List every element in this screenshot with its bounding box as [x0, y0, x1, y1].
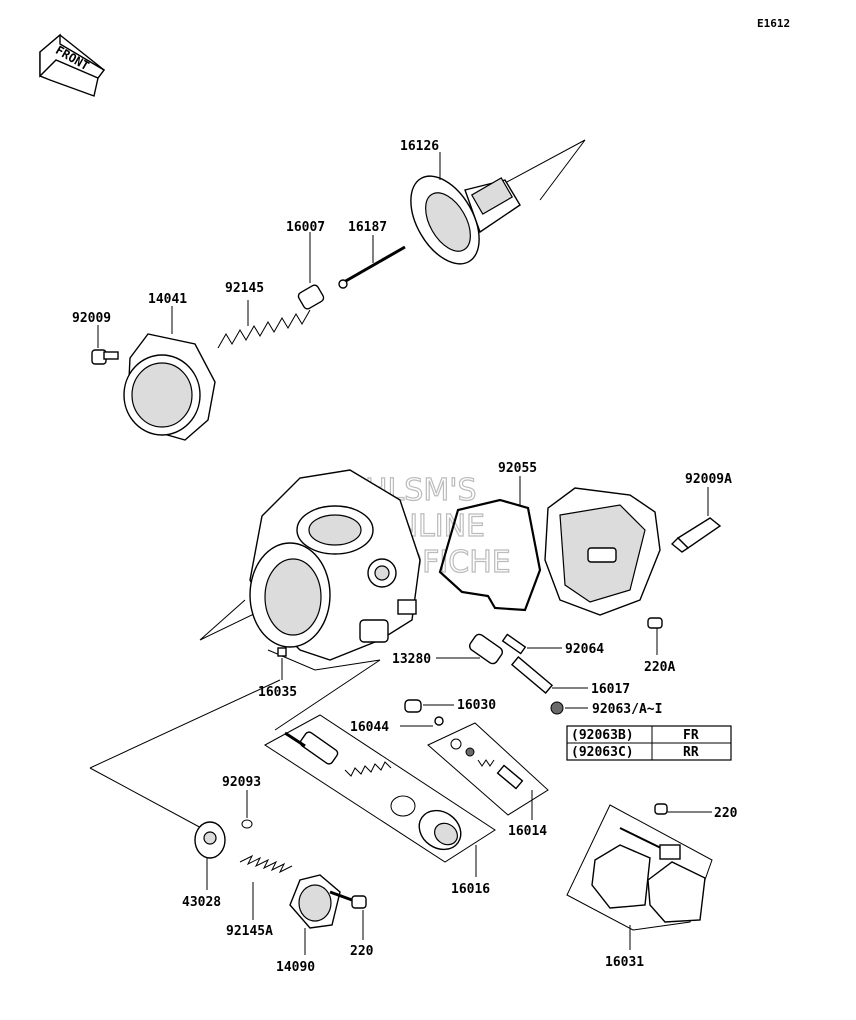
plug-16030 [404, 699, 454, 713]
carb-top-cover-14041 [123, 306, 216, 441]
float-bowl [544, 487, 661, 616]
screw-220-lower [329, 890, 367, 940]
label-92093: 92093 [222, 775, 261, 790]
label-14090: 14090 [276, 960, 315, 975]
label-92145A: 92145A [226, 924, 273, 939]
float-bowl-gasket-92055 [438, 476, 542, 612]
variant-position-2: RR [683, 745, 699, 760]
vacuum-piston-16126 [410, 139, 586, 265]
pilot-screw-set-16014 [427, 722, 549, 820]
label-43028: 43028 [182, 895, 221, 910]
starter-plunger-set-16016 [264, 714, 496, 877]
label-16017: 16017 [591, 682, 630, 697]
needle-holder-16007 [297, 232, 325, 310]
front-arrow-icon: FRONT [39, 33, 106, 97]
label-16016: 16016 [451, 882, 490, 897]
label-92055: 92055 [498, 461, 537, 476]
label-16187: 16187 [348, 220, 387, 235]
carburetor-body [199, 469, 421, 671]
label-13280: 13280 [392, 652, 431, 667]
spring-92145A [239, 854, 293, 920]
label-220-right: 220 [714, 806, 738, 821]
jet-16044 [400, 716, 444, 727]
main-jet-92063 [550, 701, 588, 715]
label-16030: 16030 [457, 698, 496, 713]
float-set-16031 [566, 804, 713, 950]
screw-220A [647, 617, 663, 655]
needle-jet-holder-13280 [436, 633, 504, 665]
diaphragm-43028 [194, 821, 226, 890]
label-92145: 92145 [225, 281, 264, 296]
needle-jet-16017 [510, 656, 588, 694]
guide-lines [89, 659, 381, 831]
label-220A: 220A [644, 660, 675, 675]
label-16031: 16031 [605, 955, 644, 970]
plug-16035 [277, 647, 287, 680]
screw-92009 [91, 325, 119, 365]
label-16035: 16035 [258, 685, 297, 700]
label-14041: 14041 [148, 292, 187, 307]
variant-code-2: (92063C) [571, 745, 634, 760]
variant-position-1: FR [683, 728, 699, 743]
cover-14090 [289, 874, 341, 955]
label-92064: 92064 [565, 642, 604, 657]
label-220-lower: 220 [350, 944, 374, 959]
label-16044: 16044 [350, 720, 389, 735]
variant-code-1: (92063B) [571, 728, 634, 743]
spring-92145 [217, 300, 311, 349]
jet-needle-16187 [338, 235, 406, 289]
label-92009A: 92009A [685, 472, 732, 487]
label-92009: 92009 [72, 311, 111, 326]
label-16126: 16126 [400, 139, 439, 154]
diagram-code: E1612 [757, 17, 790, 30]
label-16014: 16014 [508, 824, 547, 839]
label-92063: 92063/A~I [592, 702, 662, 717]
jet-variant-table: (92063B) FR (92063C) RR [566, 725, 732, 761]
label-16007: 16007 [286, 220, 325, 235]
o-ring-92093 [241, 790, 253, 829]
screw-220-right [654, 803, 712, 815]
jet-92064 [501, 633, 562, 655]
screw-92009A [670, 487, 722, 553]
